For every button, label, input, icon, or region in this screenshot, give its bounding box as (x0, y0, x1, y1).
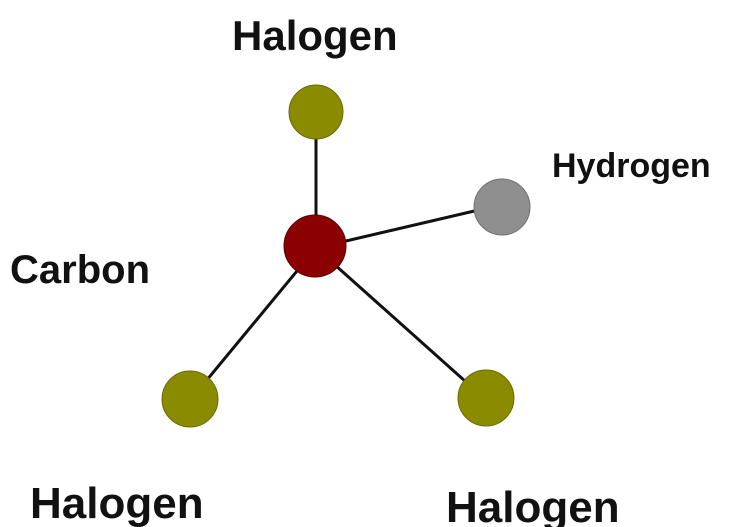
bond-carbon-halogen-bottom-left (190, 247, 318, 399)
bond-carbon-halogen-bottom-right (315, 246, 485, 400)
halogen-atom-bottom-right (457, 369, 515, 427)
label-halogen-bottom-right: Halogen (446, 483, 620, 527)
label-hydrogen: Hydrogen (552, 147, 711, 185)
label-carbon: Carbon (10, 248, 150, 292)
label-halogen-top: Halogen (232, 12, 398, 59)
bond-carbon-hydrogen (315, 203, 501, 250)
carbon-atom (283, 214, 347, 278)
halogen-atom-top (288, 84, 344, 140)
hydrogen-atom (473, 178, 531, 236)
label-halogen-bottom-left: Halogen (30, 479, 204, 527)
halogen-atom-bottom-left (161, 370, 219, 428)
